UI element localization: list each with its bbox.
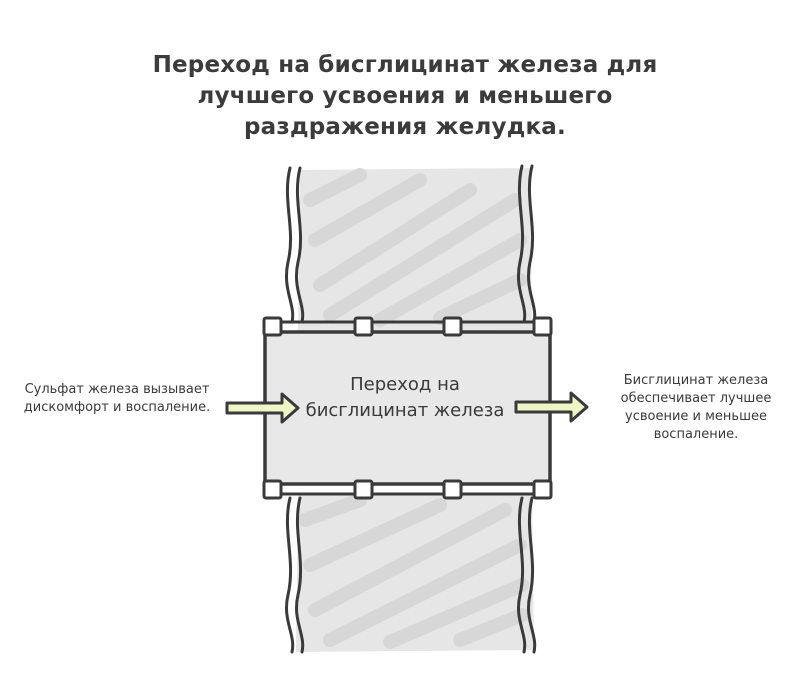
input-description: Сульфат железа вызывает дискомфорт и вос…: [23, 382, 211, 415]
pipe-wall-right-bottom: [517, 496, 537, 654]
diagram-title: Переход на бисглицинат железа для лучшег…: [152, 52, 658, 140]
output-arrow-icon: [514, 391, 589, 423]
pipe-wall-left-top: [285, 166, 305, 324]
output-description: Бисглицинат железа обеспечивает лучшее у…: [620, 373, 772, 442]
center-box-label: Переход на бисглицинат железа: [305, 374, 505, 421]
input-arrow-icon: [225, 392, 300, 424]
pipe-wall-right-top: [517, 164, 537, 324]
pipe-hatch-strokes: [298, 168, 529, 649]
bottom-rail: [262, 479, 553, 500]
pipe-wall-left-bottom: [285, 496, 305, 654]
top-rail: [262, 316, 553, 337]
